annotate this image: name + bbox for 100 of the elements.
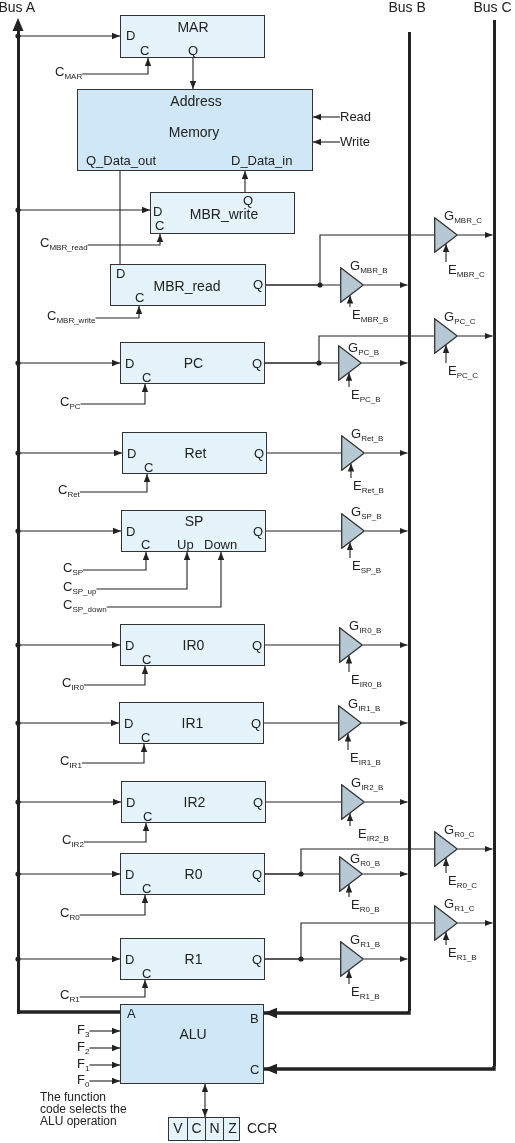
connector [363,955,409,963]
port-label: D [125,867,135,882]
register-box [120,15,265,58]
gate-label: G$_{R1_C}$ [444,896,475,911]
port-label: Q [253,277,264,292]
register-name: IR0 [182,638,205,653]
connector [312,113,341,121]
port-label: D [153,204,163,219]
connector [345,883,353,898]
signal-label: E$_{IR2_B}$ [348,826,389,841]
flag-cell: N [205,1118,223,1140]
register-box [120,853,265,895]
signal-label: C$_{MBR_read}$ [40,235,88,250]
connector [442,931,450,946]
gate-label: G$_{IR0_B}$ [349,618,382,633]
signal-label: C$_{IR2}$ [62,832,84,847]
signal-label: E$_{PC_B}$ [347,387,381,402]
register-box [121,510,266,552]
caption-text: The function code selects the ALU operation [40,1091,128,1127]
connector [81,57,152,75]
connector [265,530,342,532]
signal-label: Read [340,109,372,124]
register-name: Address [170,94,222,109]
register-name: IR2 [183,795,206,810]
connector [361,359,409,367]
port-label: Q [253,524,264,539]
connector [94,305,143,319]
port-label: Down [204,537,238,552]
connector [18,641,121,649]
signal-label: E$_{R0_C}$ [444,873,478,888]
flag-cell: Z [223,1118,241,1140]
connector [265,234,435,286]
connector [457,332,494,340]
signal-label: C$_{IR0}$ [62,675,84,690]
signal-label: F$_{2}$ [77,1039,90,1054]
connector [265,801,342,803]
signal-label: Write [340,134,371,149]
register-name: Ret [184,446,207,461]
signal-label: C$_{R0}$ [60,905,80,920]
flag-cell: C [187,1118,205,1140]
connector [81,743,148,764]
connector [79,979,149,998]
connector [79,894,149,916]
register-label: CCR [247,1121,278,1136]
register-box [119,702,264,744]
connector [18,870,121,878]
port-label: Q [251,716,262,731]
connector [264,335,435,364]
connector [345,372,353,388]
port-label: C [140,43,150,58]
connector [346,812,354,827]
connector [347,462,355,479]
connector [82,551,150,571]
connector [83,665,149,686]
port-label: C [141,730,151,745]
connector [18,359,121,367]
register-box [110,264,266,306]
connector [264,848,435,875]
register-name: IR1 [181,716,204,731]
connector [266,452,342,454]
connector [88,1044,121,1052]
connector [345,654,353,673]
signal-label: C$_{MAR}$ [55,64,83,79]
port-label: C [142,966,152,981]
port-label: Q [188,43,199,58]
connector [88,1061,121,1069]
gate-label: G$_{R0_C}$ [444,822,475,837]
port-label: D [125,356,135,371]
signal-label: C$_{Ret}$ [58,482,80,497]
port-label: D [124,716,134,731]
bus-label: Bus C [473,0,512,15]
connector [263,722,339,724]
signal-label: E$_{IR0_B}$ [347,672,382,687]
signal-label: E$_{PC_C}$ [444,363,478,378]
connector [79,473,151,493]
register-box [120,342,265,384]
port-label: C [142,370,152,385]
port-label: A [127,1006,136,1021]
connector [442,243,450,263]
connector [457,845,494,853]
bus-label: Bus A [0,0,36,15]
signal-label: C$_{SP_up}$ [63,579,97,594]
register-name: MBR_write [189,207,259,222]
port-label: B [250,1011,259,1026]
connector [79,383,149,405]
connector [364,449,409,457]
port-label: C [143,809,153,824]
connector [119,170,121,265]
gate-label: G$_{MBR_B}$ [350,258,388,273]
port-label: D [126,28,136,43]
connector [457,231,494,239]
port-label: C [142,652,152,667]
connector [18,32,121,40]
signal-label: C$_{SP}$ [63,560,84,575]
connector [95,551,191,590]
register-name: SP [184,514,204,529]
register-box [122,432,267,474]
port-label: Up [177,537,194,552]
signal-label: F$_{3}$ [77,1022,90,1037]
signal-label: C$_{IR1}$ [60,753,82,768]
